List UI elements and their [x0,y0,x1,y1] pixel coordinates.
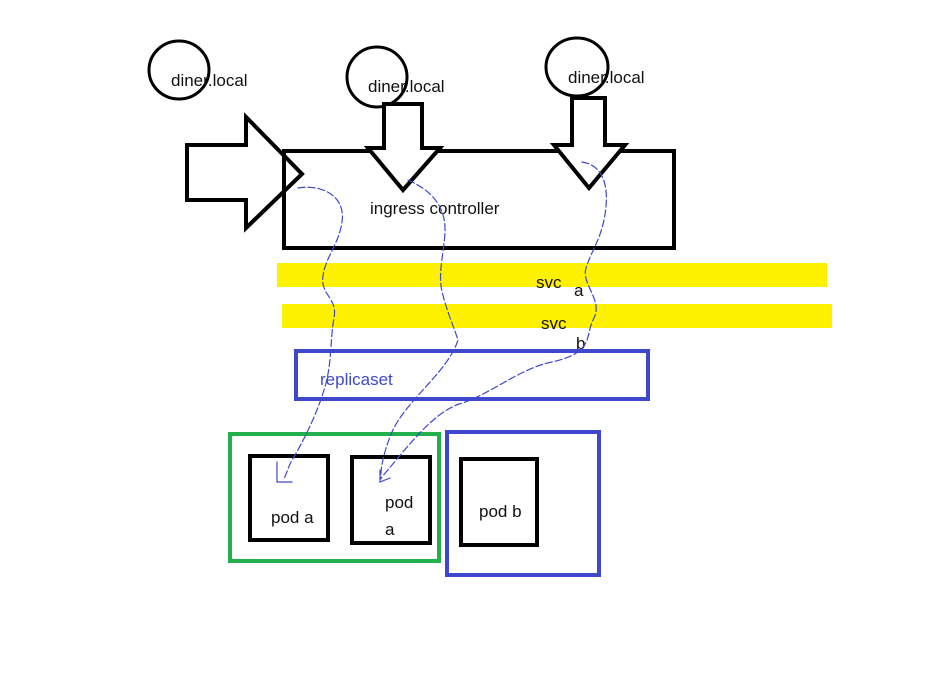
replicaset-label: replicaset [320,370,393,389]
service-b-label: svc [541,314,567,333]
ingress-controller-label: ingress controller [370,199,500,218]
traffic-arrowhead-2 [379,469,391,483]
traffic-line-3 [380,161,607,479]
traffic-arrowhead-1 [276,461,293,483]
pod-group-a [228,432,441,563]
service-a-label: svc [536,273,562,292]
pod-box-a-2 [350,455,432,545]
pod-b-label: pod b [479,502,522,521]
incoming-arrow-right [185,112,305,233]
host-label-2: diner.local [368,77,445,96]
traffic-line-1 [283,186,343,479]
traffic-line-2 [380,179,459,480]
ingress-controller-box [282,149,676,250]
host-circle-1 [147,39,211,101]
pod-a-2-label-line1: pod [385,493,413,512]
service-a-suffix: a [574,281,584,300]
pod-group-b [445,430,601,577]
pod-a-1-label: pod a [271,508,314,527]
pod-box-b [459,457,539,547]
service-bar-a [277,263,827,287]
incoming-arrow-down-1 [363,102,445,194]
incoming-arrow-down-2 [549,96,630,192]
service-b-suffix: b [576,334,585,353]
host-label-3: diner.local [568,68,645,87]
pod-a-2-label-line2: a [385,520,395,539]
host-label-1: diner.local [171,71,248,90]
host-circle-2 [345,45,409,109]
host-circle-3 [544,36,610,98]
replicaset-box [294,349,650,401]
pod-box-a-1 [248,454,330,542]
service-bar-b [282,304,832,328]
